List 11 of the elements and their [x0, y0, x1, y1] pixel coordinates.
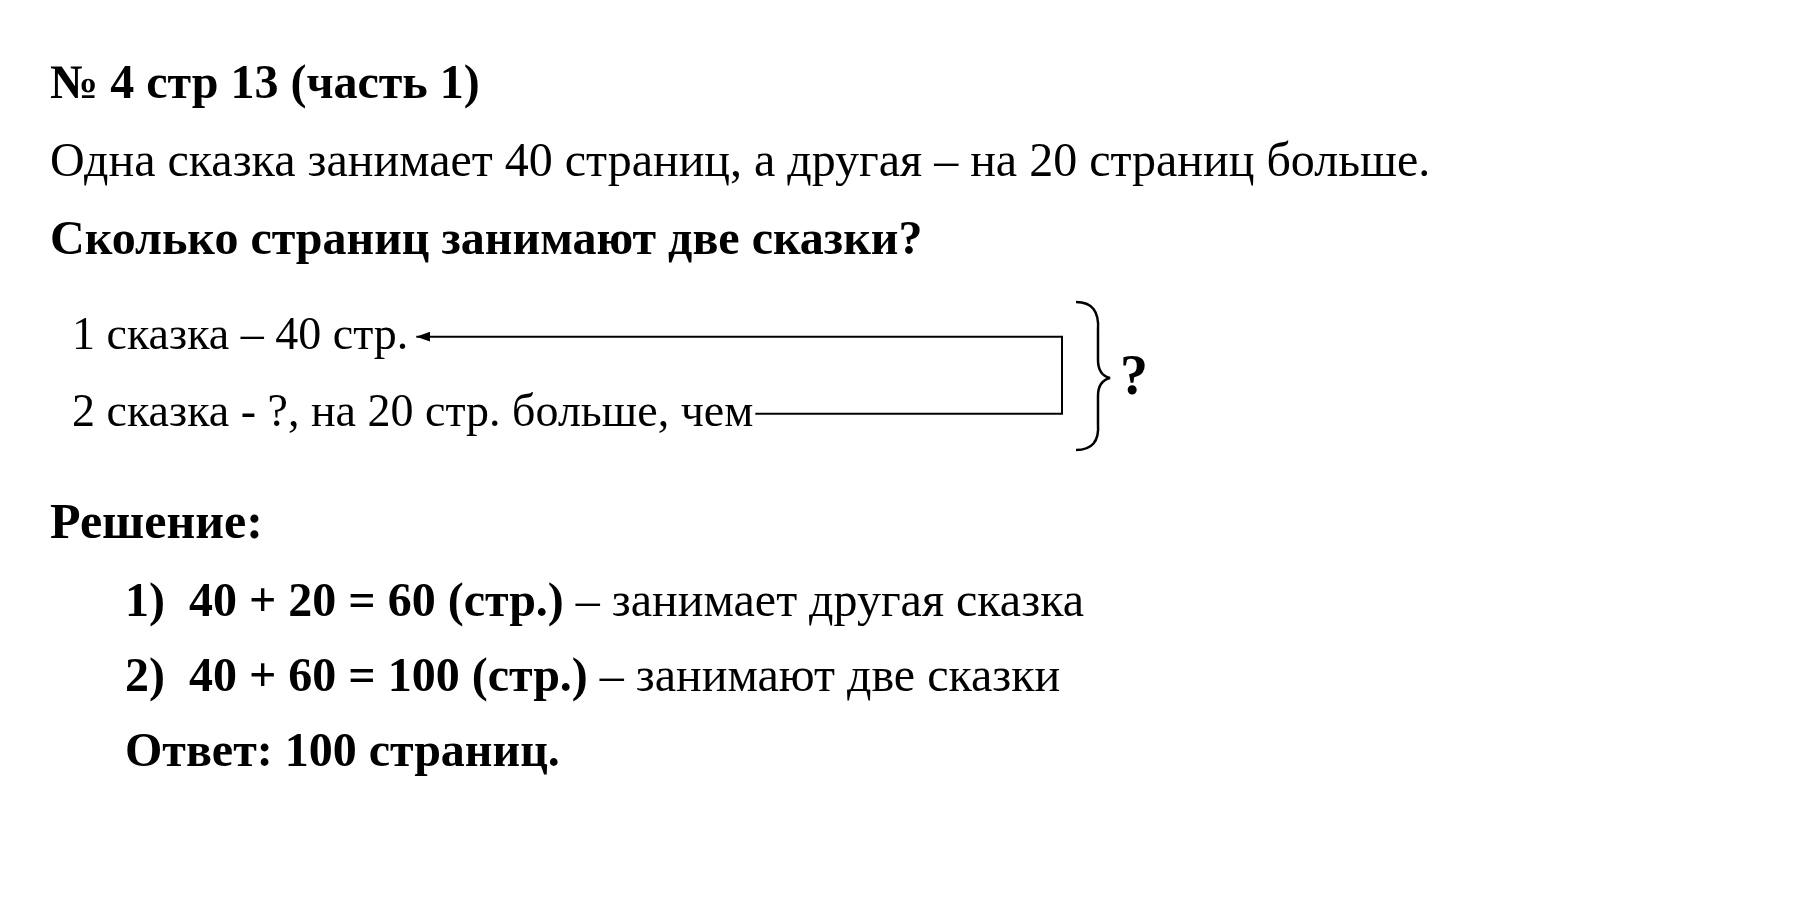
question-text: Сколько страниц занимают две сказки? [50, 210, 923, 266]
solution-step: 1) 40 + 20 = 60 (стр.) – занимает другая сказка [125, 570, 1085, 630]
answer-text: Ответ: 100 страниц. [125, 722, 560, 778]
arrow [415, 331, 1063, 415]
solution-step: 2) 40 + 60 = 100 (стр.) – занимают две сказки [125, 645, 1061, 705]
title: № 4 стр 13 (часть 1) [50, 54, 480, 111]
solution-heading: Решение: [50, 492, 263, 551]
record-line: 2 сказка - ?, на 20 стр. больше, чем [72, 382, 754, 440]
problem-text: Одна сказка занимает 40 страниц, а другая – на 20 страниц больше. [50, 132, 1431, 188]
record-line: 1 сказка – 40 стр. [72, 305, 409, 363]
question-mark: ? [1120, 343, 1148, 408]
